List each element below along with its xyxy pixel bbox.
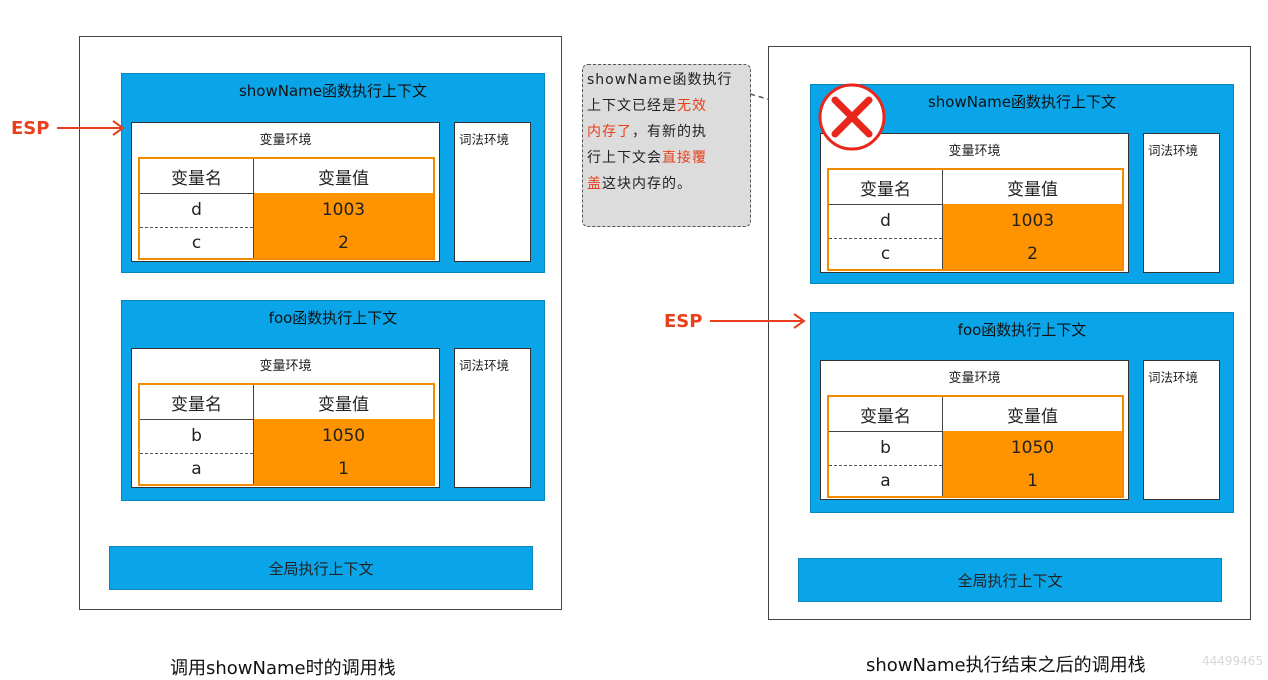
variable-environment: 变量环境 变量名 变量值 b 1050 a 1	[131, 348, 440, 488]
lexical-environment: 词法环境	[454, 348, 531, 488]
esp-arrow-icon	[57, 118, 129, 138]
table-header: 变量名 变量值	[140, 159, 433, 194]
lexical-environment-label: 词法环境	[1148, 143, 1199, 158]
note-line: 内存了，有新的执	[587, 124, 707, 140]
note-line: 行上下文会直接覆	[587, 150, 707, 166]
showname-frame: showName函数执行上下文 变量环境 变量名 变量值 d 1003 c 2 …	[810, 82, 1234, 284]
frame-title: foo函数执行上下文	[268, 309, 398, 327]
table-row: b 1050	[829, 431, 1122, 466]
header-value: 变量值	[318, 394, 369, 415]
table-row: a 1	[140, 453, 433, 484]
esp-label: ESP	[664, 311, 703, 332]
variable-value: 1003	[943, 204, 1122, 238]
variable-name: b	[140, 419, 254, 453]
lexical-environment-label: 词法环境	[459, 358, 510, 373]
table-row: b 1050	[140, 419, 433, 454]
variable-value: 1	[254, 453, 433, 484]
variable-environment-label: 变量环境	[259, 359, 312, 374]
header-name: 变量名	[829, 170, 943, 204]
variable-environment: 变量环境 变量名 变量值 d 1003 c 2	[131, 122, 440, 262]
variable-name: c	[140, 227, 254, 258]
variable-environment: 变量环境 变量名 变量值 d 1003 c 2	[820, 133, 1129, 273]
variable-table: 变量名 变量值 d 1003 c 2	[138, 157, 435, 260]
lexical-environment: 词法环境	[1143, 360, 1220, 500]
red-x-icon	[817, 82, 887, 152]
header-name: 变量名	[829, 397, 943, 431]
table-row: a 1	[829, 465, 1122, 496]
left-caption: 调用showName时的调用栈	[170, 658, 396, 679]
table-header: 变量名 变量值	[829, 170, 1122, 205]
right-call-stack: showName函数执行上下文 变量环境 变量名 变量值 d 1003 c 2 …	[768, 46, 1251, 620]
variable-name: d	[140, 193, 254, 227]
left-call-stack: showName函数执行上下文 变量环境 变量名 变量值 d 1003 c 2 …	[79, 36, 562, 610]
global-context: 全局执行上下文	[109, 546, 533, 590]
header-value: 变量值	[318, 168, 369, 189]
lexical-environment: 词法环境	[1143, 133, 1220, 273]
note-line: showName函数执行	[587, 72, 733, 88]
variable-environment-label: 变量环境	[948, 371, 1001, 386]
header-value: 变量值	[1007, 406, 1058, 427]
global-context: 全局执行上下文	[798, 558, 1222, 602]
foo-frame: foo函数执行上下文 变量环境 变量名 变量值 b 1050 a 1 词法环境	[121, 300, 545, 501]
foo-frame: foo函数执行上下文 变量环境 变量名 变量值 b 1050 a 1 词法环境	[810, 312, 1234, 513]
table-row: c 2	[829, 238, 1122, 269]
variable-value: 1050	[943, 431, 1122, 465]
lexical-environment-label: 词法环境	[459, 132, 510, 147]
invalid-memory-note: showName函数执行 上下文已经是无效 内存了，有新的执 行上下文会直接覆 …	[582, 64, 751, 227]
header-name: 变量名	[140, 385, 254, 419]
variable-value: 2	[254, 227, 433, 258]
table-row: d 1003	[829, 204, 1122, 239]
lexical-environment-label: 词法环境	[1148, 370, 1199, 385]
table-header: 变量名 变量值	[829, 397, 1122, 432]
frame-title: showName函数执行上下文	[238, 82, 428, 100]
variable-environment-label: 变量环境	[259, 133, 312, 148]
header-name: 变量名	[140, 159, 254, 193]
header-value: 变量值	[1007, 179, 1058, 200]
variable-value: 2	[943, 238, 1122, 269]
esp-arrow-icon	[710, 311, 810, 331]
esp-label: ESP	[11, 118, 50, 139]
right-caption: showName执行结束之后的调用栈	[866, 655, 1146, 676]
variable-name: c	[829, 238, 943, 269]
variable-value: 1050	[254, 419, 433, 453]
variable-name: d	[829, 204, 943, 238]
note-line: 上下文已经是无效	[587, 98, 707, 114]
watermark: 44499465	[1202, 654, 1264, 668]
variable-environment-label: 变量环境	[948, 144, 1001, 159]
variable-value: 1	[943, 465, 1122, 496]
frame-title: showName函数执行上下文	[927, 93, 1117, 111]
showname-frame: showName函数执行上下文 变量环境 变量名 变量值 d 1003 c 2 …	[121, 73, 545, 273]
table-row: d 1003	[140, 193, 433, 228]
variable-name: a	[140, 453, 254, 484]
variable-table: 变量名 变量值 d 1003 c 2	[827, 168, 1124, 271]
variable-name: a	[829, 465, 943, 496]
variable-value: 1003	[254, 193, 433, 227]
lexical-environment: 词法环境	[454, 122, 531, 262]
note-line: 盖这块内存的。	[587, 176, 692, 192]
table-header: 变量名 变量值	[140, 385, 433, 420]
table-row: c 2	[140, 227, 433, 258]
variable-environment: 变量环境 变量名 变量值 b 1050 a 1	[820, 360, 1129, 500]
variable-table: 变量名 变量值 b 1050 a 1	[827, 395, 1124, 498]
frame-title: foo函数执行上下文	[957, 321, 1087, 339]
variable-name: b	[829, 431, 943, 465]
variable-table: 变量名 变量值 b 1050 a 1	[138, 383, 435, 486]
